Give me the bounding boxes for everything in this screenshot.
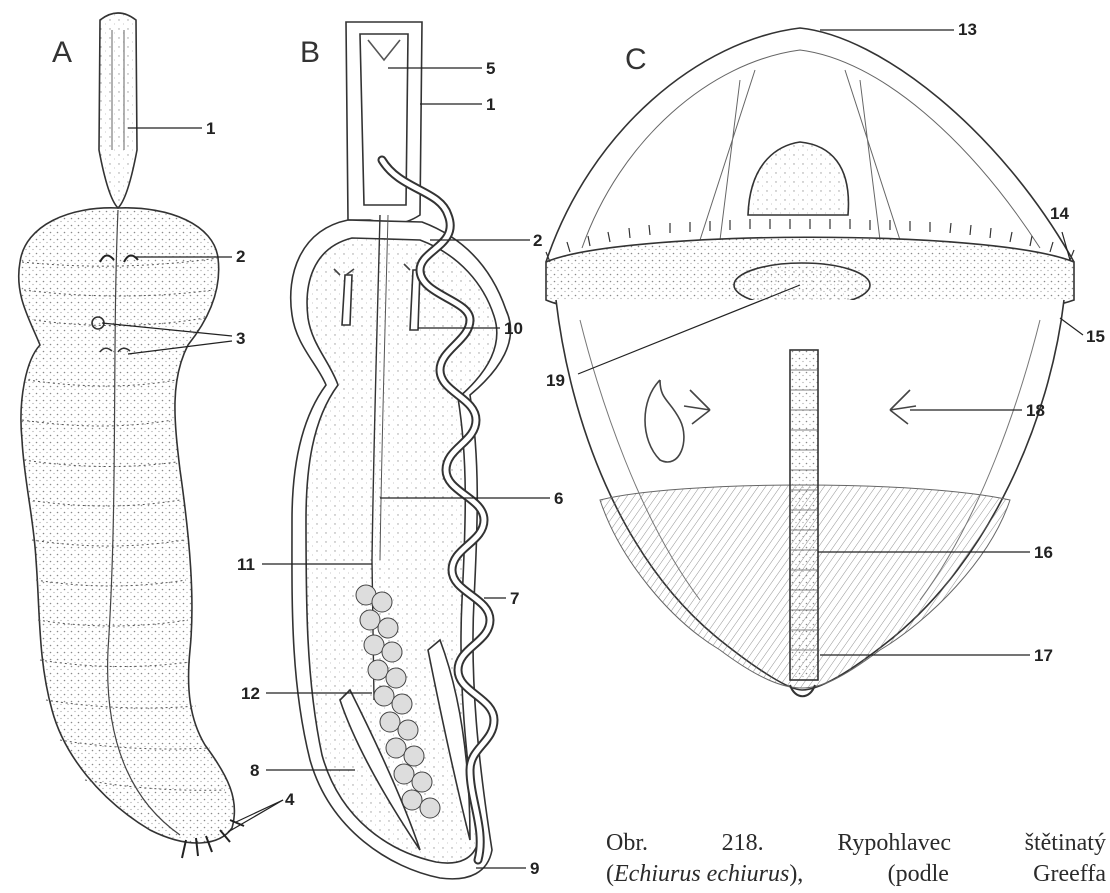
label-8: 8 [250,762,259,779]
label-15: 15 [1086,328,1105,345]
panel-a-drawing [19,13,244,858]
caption-word: 218. [722,828,764,859]
label-17: 17 [1034,647,1053,664]
label-12: 12 [241,685,260,702]
label-7: 7 [510,590,519,607]
label-10: 10 [504,320,523,337]
label-11: 11 [237,556,255,573]
label-13: 13 [958,21,977,38]
label-1-a: 1 [206,120,215,137]
caption-line-1: Obr. 218. Rypohlavec štětinatý [606,828,1106,859]
label-14: 14 [1050,205,1069,222]
label-6: 6 [554,490,563,507]
label-18: 18 [1026,402,1045,419]
caption-word: Obr. [606,828,648,859]
figure-caption: Obr. 218. Rypohlavec štětinatý (Echiurus… [606,828,1106,890]
caption-species-name: Echiurus echiurus [614,861,789,887]
label-16: 16 [1034,544,1053,561]
label-19: 19 [546,372,565,389]
label-3: 3 [236,330,245,347]
caption-word: (podle [888,859,949,890]
label-1-b: 1 [486,96,495,113]
label-5: 5 [486,60,495,77]
label-2-b: 2 [533,232,542,249]
caption-species: (Echiurus echiurus), [606,859,803,890]
panel-c-letter: C [625,45,647,75]
label-4: 4 [285,791,294,808]
caption-paren-close: ), [789,861,803,887]
panel-a-letter: A [52,38,72,68]
panel-b-drawing [291,22,511,879]
panel-a-trunk [19,208,235,843]
caption-word: Greeffa [1033,859,1106,890]
panel-b-letter: B [300,38,320,68]
caption-word: Rypohlavec [837,828,951,859]
label-2-a: 2 [236,248,245,265]
caption-line-2: (Echiurus echiurus), (podle Greeffa [606,859,1106,890]
caption-paren: ( [606,861,614,887]
caption-word: štětinatý [1025,828,1106,859]
panel-a-proboscis [99,13,137,208]
panel-c-drawing [546,28,1074,696]
label-9: 9 [530,860,539,877]
